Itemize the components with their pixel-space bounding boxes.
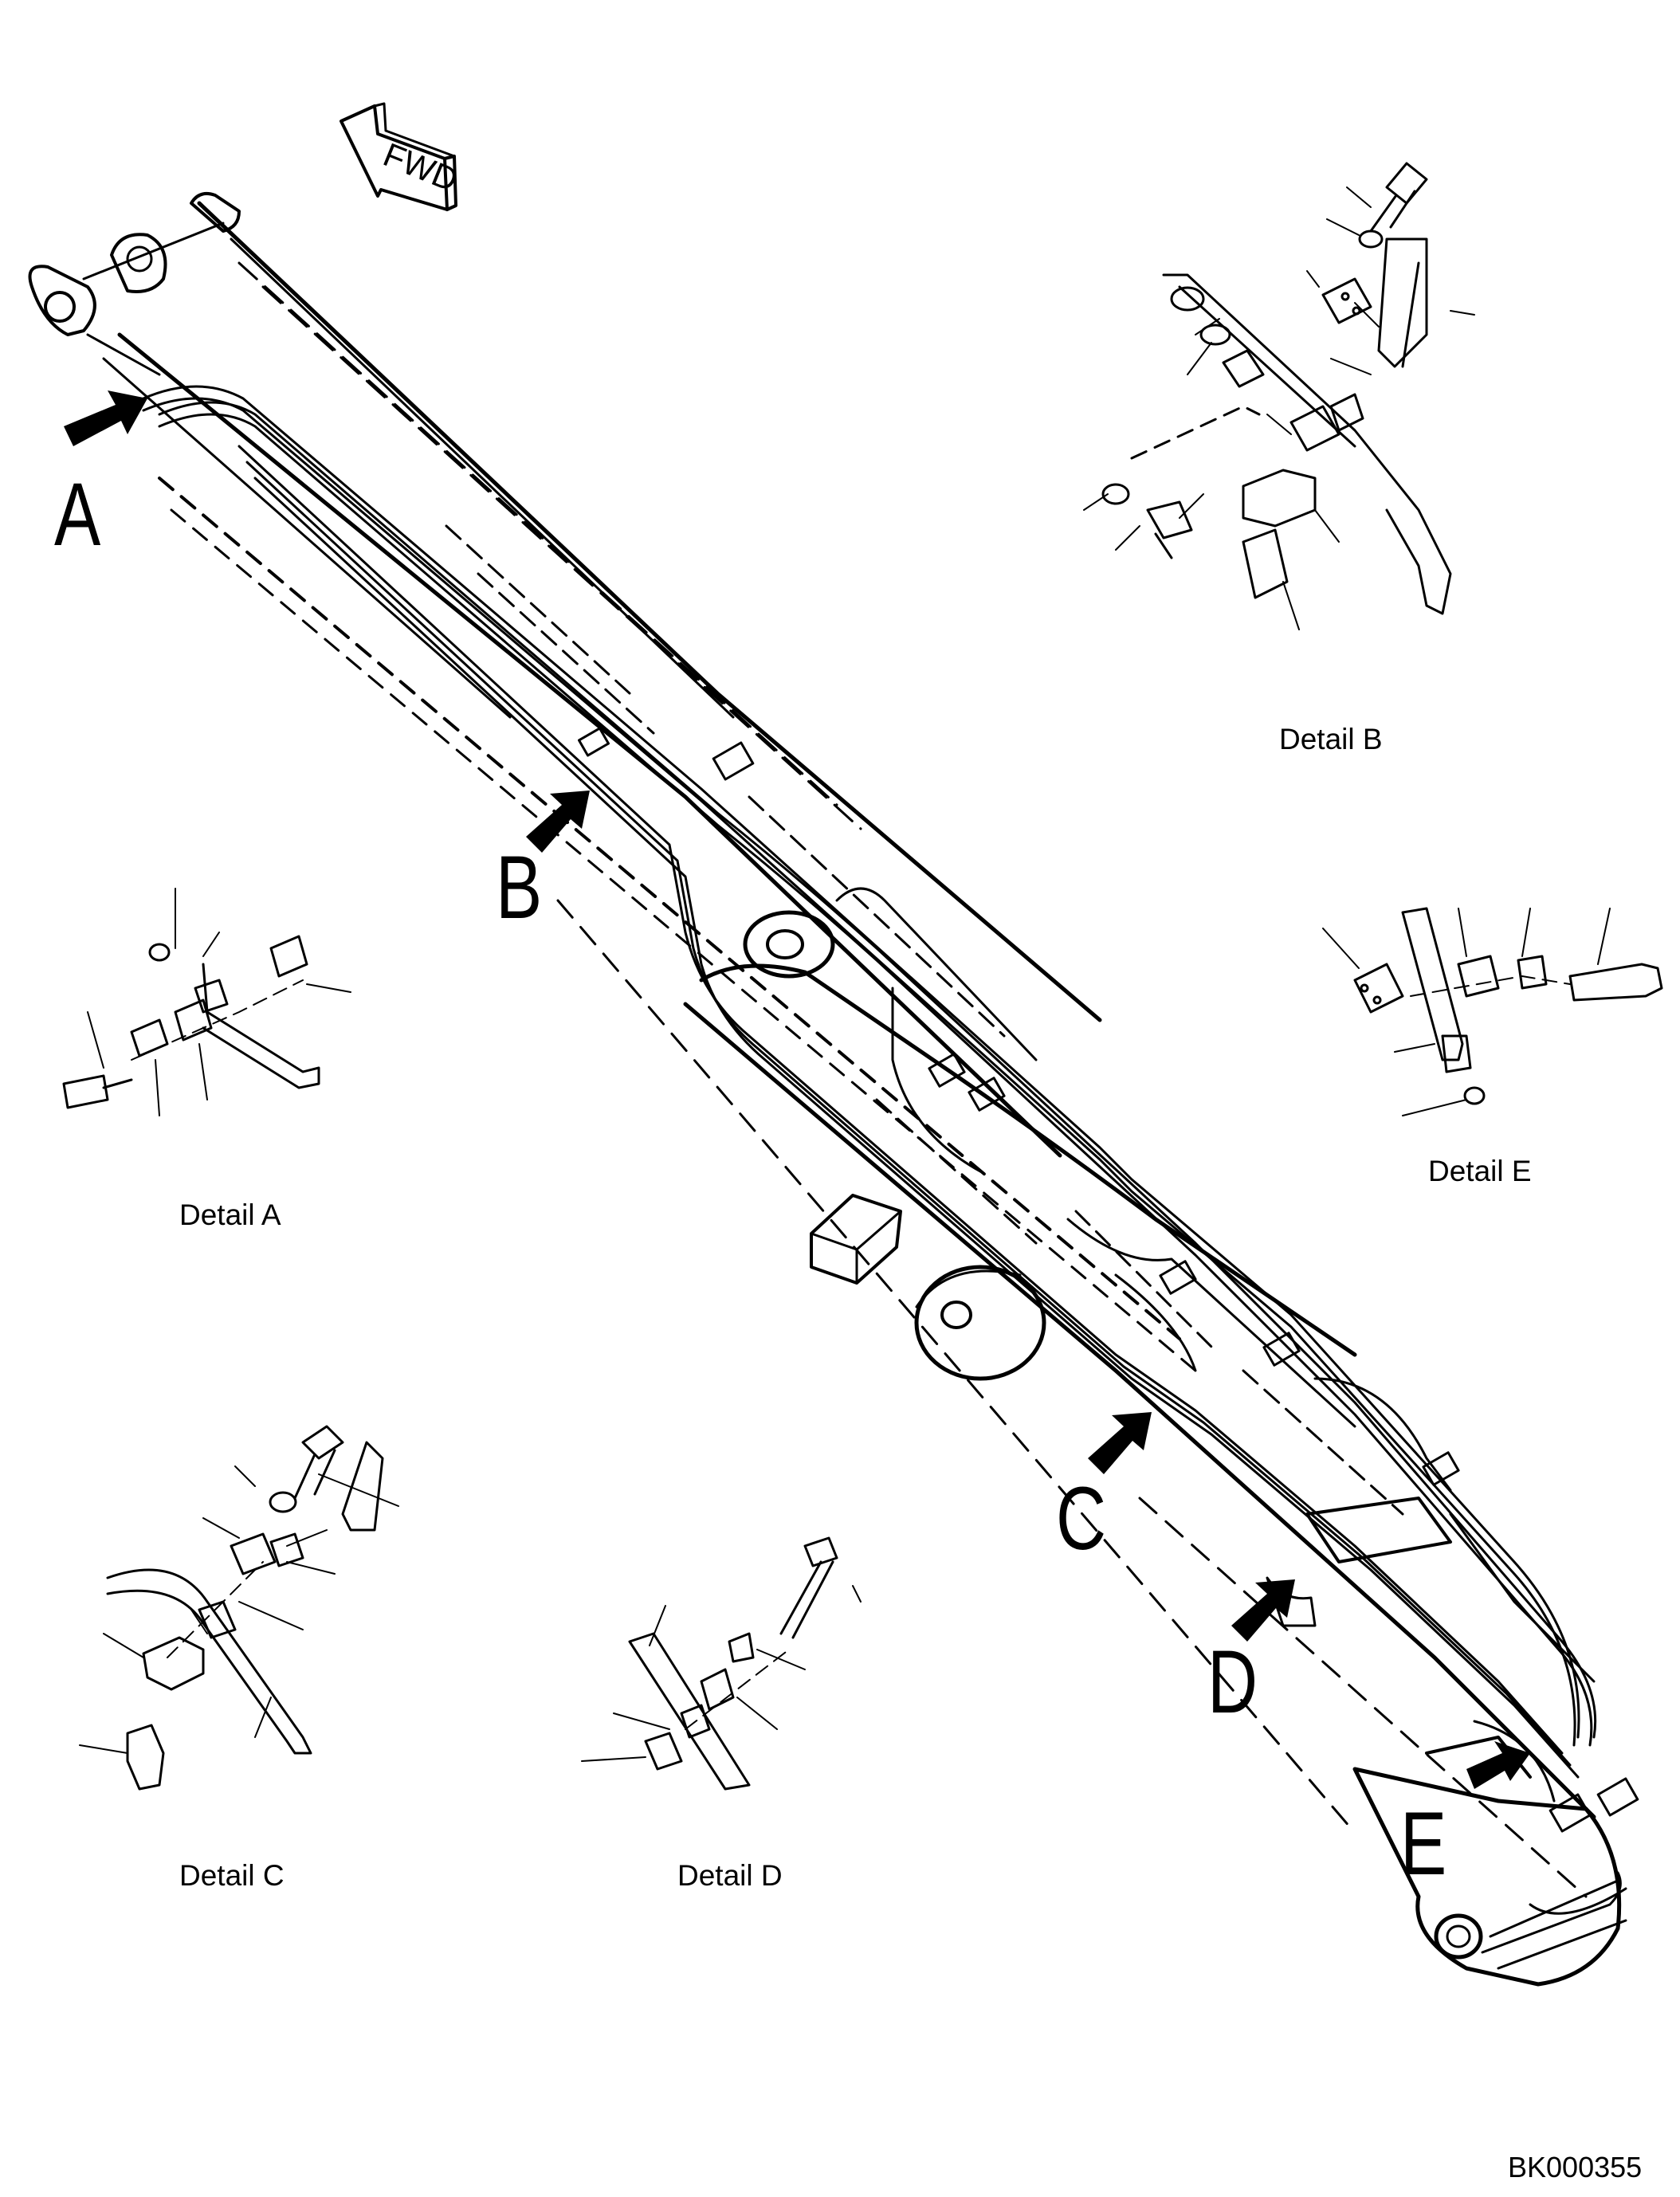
clamp-bracket-icon bbox=[1353, 963, 1404, 1014]
bolt-icon bbox=[341, 1441, 384, 1532]
fwd-direction-arrow-icon: FWD bbox=[340, 102, 463, 211]
clamp-block-icon bbox=[1242, 469, 1317, 528]
bolt-icon bbox=[1146, 500, 1193, 559]
bolt-icon bbox=[779, 1536, 838, 1639]
detail-d-exploded-view bbox=[581, 1536, 862, 1791]
bolt-icon bbox=[293, 1425, 344, 1500]
hydraulic-pipe-bundle bbox=[142, 385, 1639, 1970]
callout-label-e: E bbox=[1400, 1794, 1447, 1893]
callout-arrow-icon bbox=[526, 791, 590, 853]
clamp-block-icon bbox=[1242, 528, 1289, 599]
clamp-block-icon bbox=[126, 1724, 165, 1791]
callout-label-b: B bbox=[496, 838, 543, 937]
callout-label-d: D bbox=[1207, 1632, 1258, 1732]
clamp-bracket-icon bbox=[728, 1632, 755, 1663]
bolt-icon bbox=[1377, 237, 1428, 368]
washer-icon bbox=[1463, 1086, 1486, 1105]
detail-c-title: Detail C bbox=[179, 1859, 285, 1892]
bolt-icon bbox=[62, 1074, 133, 1109]
clamp-block-icon bbox=[130, 1018, 169, 1057]
washer-icon bbox=[148, 943, 171, 962]
detail-a-title: Detail A bbox=[179, 1199, 281, 1231]
detail-a-exploded-view bbox=[62, 888, 351, 1116]
hydraulic-pipe-icon bbox=[1401, 907, 1464, 1061]
bolt-icon bbox=[1568, 963, 1663, 1002]
washer-icon bbox=[269, 1491, 297, 1513]
clamp-block-icon bbox=[644, 1732, 683, 1771]
detail-b-title: Detail B bbox=[1279, 723, 1383, 755]
washer-icon bbox=[1358, 230, 1384, 249]
callout-arrow-icon bbox=[1231, 1579, 1295, 1642]
document-code: BK000355 bbox=[1508, 2151, 1643, 2183]
detail-e-title: Detail E bbox=[1428, 1155, 1532, 1187]
clamp-bracket-icon bbox=[269, 935, 308, 978]
detail-e-exploded-view bbox=[1322, 907, 1663, 1116]
bolt-icon bbox=[1369, 162, 1428, 233]
fwd-label: FWD bbox=[379, 135, 463, 198]
clamp-block-icon bbox=[142, 1636, 205, 1691]
clamp-bracket-icon bbox=[230, 1532, 277, 1575]
clamp-bracket-icon bbox=[1329, 393, 1364, 432]
hydraulic-pipe-icon bbox=[1162, 273, 1452, 615]
washer-icon bbox=[1170, 286, 1205, 312]
callout-arrow-icon bbox=[1466, 1741, 1530, 1789]
clamp-bracket-icon bbox=[174, 998, 213, 1042]
callout-arrow-icon bbox=[1088, 1412, 1152, 1474]
clamp-bracket-icon bbox=[1457, 955, 1500, 998]
clamp-block-icon bbox=[1222, 349, 1265, 388]
hydraulic-pipe-icon bbox=[628, 1632, 751, 1791]
detail-d-title: Detail D bbox=[677, 1859, 783, 1892]
hydraulic-pipe-icon bbox=[106, 1568, 312, 1755]
clamp-bracket-icon bbox=[1321, 277, 1372, 324]
callout-label-c: C bbox=[1056, 1469, 1107, 1568]
boom-body bbox=[28, 192, 1627, 1987]
clamp-bracket-icon bbox=[700, 1668, 735, 1711]
detail-b-exploded-view bbox=[1083, 162, 1475, 630]
callout-arrow-icon bbox=[64, 390, 147, 446]
washer-icon bbox=[1101, 483, 1130, 505]
clamp-block-icon bbox=[1517, 955, 1548, 990]
callout-arrows bbox=[64, 390, 1530, 1789]
callout-label-a: A bbox=[54, 465, 101, 564]
detail-c-exploded-view bbox=[79, 1425, 399, 1791]
